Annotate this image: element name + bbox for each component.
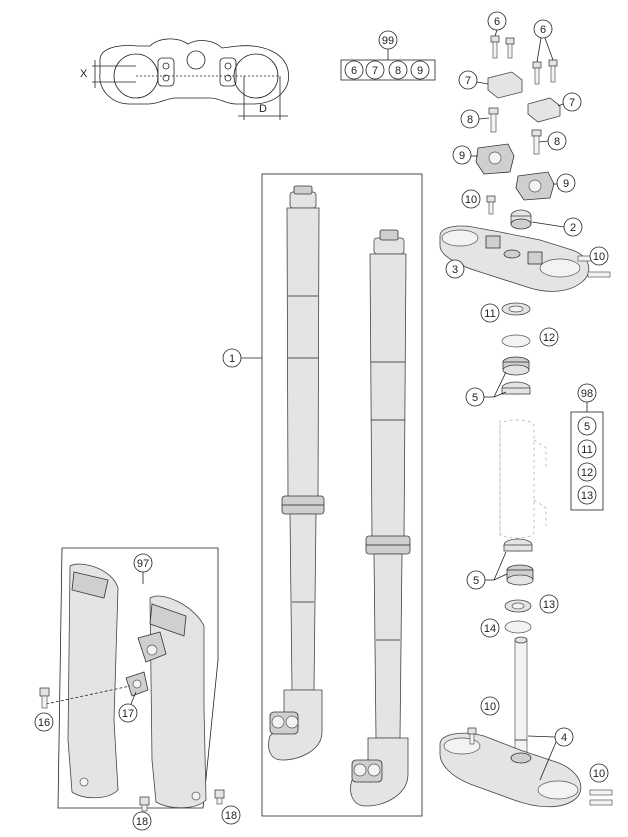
callout-14[interactable] [480,618,500,638]
callout-13[interactable] [539,594,559,614]
callout-13-label: 13 [543,599,555,611]
callout-8-a-label: 8 [467,114,473,126]
callout-6-a[interactable] [487,11,507,31]
callout-7-b-label: 7 [569,97,575,109]
kit-98-item-4[interactable] [577,485,597,505]
dim-d-label: D [259,103,267,115]
kit-98-item-4-label: 13 [581,490,593,502]
callout-9-b[interactable] [556,173,576,193]
callout-6-b[interactable] [533,19,553,39]
callout-10-a[interactable] [461,189,481,209]
callout-18-b[interactable] [221,805,241,825]
kit-98-item-3[interactable] [577,462,597,482]
callout-12-label: 12 [543,332,555,344]
dim-x-label: X [80,68,88,80]
kit-98: 98 5 11 12 13 [570,383,604,511]
upper-triple-clamp: 3 10 [439,225,611,292]
callout-10-b-label: 10 [593,251,605,263]
kit-98-item-3-label: 12 [581,467,593,479]
fork-leg-left [268,185,325,761]
kit-99-item-2[interactable] [365,60,385,80]
callout-18-a-label: 18 [136,816,148,828]
callout-7-b[interactable] [562,92,582,112]
callout-18-b-label: 18 [225,810,237,822]
callout-6-a-label: 6 [494,16,500,28]
callout-16[interactable] [34,712,54,732]
fork-leg-right [350,229,411,807]
callout-10-c[interactable] [480,696,500,716]
callout-10-d-label: 10 [593,768,605,780]
callout-9-b-label: 9 [563,178,569,190]
callout-10-d[interactable] [589,763,609,783]
callout-10-b[interactable] [589,246,609,266]
steering-bearing-stack: 11 12 5 5 13 14 [465,302,559,638]
callout-5-b-label: 5 [473,575,479,587]
lower-triple-clamp: 10 4 10 [439,636,613,808]
callout-97-label: 97 [137,558,149,570]
callout-17-label: 17 [122,708,134,720]
callout-9-a[interactable] [452,145,472,165]
kit-99-item-4[interactable] [410,60,430,80]
kit-98-item-1[interactable] [577,416,597,436]
callout-18-a[interactable] [132,811,152,831]
kit-98-item-1-label: 5 [584,421,590,433]
kit-98-label: 98 [581,388,593,400]
kit-99-item-4-label: 9 [417,65,423,77]
callout-6-b-label: 6 [540,24,546,36]
callout-11-label: 11 [484,308,495,320]
kit-99-item-1-label: 6 [351,65,357,77]
kit-99-item-1[interactable] [344,60,364,80]
callout-3-label: 3 [452,264,458,276]
clamp-hardware-group: 6 6 7 7 8 8 9 9 10 [452,11,583,237]
callout-2-label: 2 [570,222,576,234]
fork-guard-kit: 97 16 17 18 18 [34,547,241,831]
callout-12[interactable] [539,327,559,347]
callout-7-a[interactable] [458,70,478,90]
callout-10-c-label: 10 [484,701,496,713]
fork-guard-frame [57,547,219,809]
callout-4-label: 4 [561,732,567,744]
callout-17[interactable] [118,703,138,723]
kit-99-label: 99 [382,35,394,47]
callout-9-a-label: 9 [459,150,465,162]
fork-legs-group: 1 [222,173,423,817]
callout-5-a-label: 5 [472,392,478,404]
kit-99-item-3-label: 8 [395,65,401,77]
callout-7-a-label: 7 [465,75,471,87]
callout-10-a-label: 10 [465,194,477,206]
callout-1[interactable] [222,348,242,368]
fork-legs-frame [261,173,423,817]
callout-11[interactable] [480,303,500,323]
triple-clamp-dimension-sketch: X D [80,38,290,120]
callout-1-label: 1 [229,353,235,365]
callout-16-label: 16 [38,717,50,729]
callout-14-label: 14 [484,623,496,635]
kit-99: 99 6 7 8 9 [340,30,436,81]
kit-99-item-2-label: 7 [372,65,378,77]
kit-98-item-2[interactable] [577,439,597,459]
callout-3[interactable] [445,259,465,279]
kit-98-item-2-label: 11 [581,444,592,456]
kit-99-item-3[interactable] [388,60,408,80]
callout-8-b-label: 8 [554,136,560,148]
